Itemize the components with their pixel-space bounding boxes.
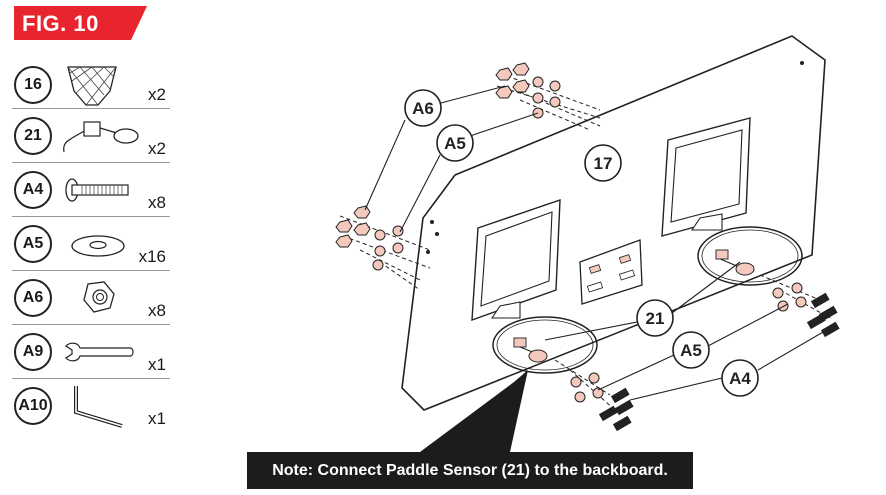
wrench-icon bbox=[65, 342, 134, 362]
washer-icon bbox=[71, 235, 125, 257]
rim-left bbox=[490, 301, 598, 374]
callout-a4-label: A4 bbox=[729, 369, 751, 388]
part-qty: x1 bbox=[148, 409, 166, 428]
part-id-badge: A4 bbox=[14, 171, 52, 209]
callout-21: 21 bbox=[636, 299, 674, 337]
part-id-badge: A9 bbox=[14, 333, 52, 371]
part-qty: x1 bbox=[148, 355, 166, 374]
callout-a6: A6 bbox=[404, 89, 442, 127]
part-row-21: 21 x2 bbox=[12, 109, 170, 163]
callout-a4: A4 bbox=[721, 359, 759, 397]
callout-a6-label: A6 bbox=[412, 99, 434, 118]
hardware-bottom-left bbox=[554, 359, 634, 432]
part-id-badge: A5 bbox=[14, 225, 52, 263]
part-row-a4: A4 x8 bbox=[12, 163, 170, 217]
callout-a5-top: A5 bbox=[436, 124, 474, 162]
callout-a5-bottom-label: A5 bbox=[680, 341, 702, 360]
callout-21-label: 21 bbox=[646, 309, 665, 328]
figure-label-text: FIG. 10 bbox=[22, 11, 99, 36]
part-row-a9: A9 x1 bbox=[12, 325, 170, 379]
hex-key-icon bbox=[74, 386, 123, 428]
figure-label: FIG. 10 bbox=[14, 6, 147, 40]
part-qty: x2 bbox=[148, 139, 166, 158]
part-row-a10: A10 x1 bbox=[12, 379, 170, 432]
part-id-badge: A6 bbox=[14, 279, 52, 317]
target-square-left bbox=[471, 199, 561, 322]
nut-icon bbox=[83, 281, 115, 313]
note-pointer bbox=[420, 370, 528, 452]
hardware-left bbox=[335, 205, 431, 291]
part-id-badge: A10 bbox=[14, 387, 52, 425]
part-row-a6: A6 x8 bbox=[12, 271, 170, 325]
part-row-16: 16 x2 bbox=[12, 58, 170, 109]
hardware-bottom-right bbox=[759, 274, 840, 338]
part-id-badge: 16 bbox=[14, 66, 52, 104]
net-icon bbox=[67, 66, 117, 106]
bolt-icon bbox=[65, 178, 129, 202]
callout-a5-bottom: A5 bbox=[672, 331, 710, 369]
part-qty: x16 bbox=[138, 247, 166, 266]
part-qty: x8 bbox=[148, 193, 166, 212]
part-id-badge: 21 bbox=[14, 117, 52, 155]
callout-17: 17 bbox=[584, 144, 622, 182]
note-banner: Note: Connect Paddle Sensor (21) to the … bbox=[247, 452, 693, 489]
parts-list: 16 x2 21 x2 A4 x8 A5 x16 A6 bbox=[12, 58, 170, 432]
callout-17-label: 17 bbox=[594, 154, 613, 173]
backboard bbox=[401, 35, 826, 411]
part-qty: x8 bbox=[148, 301, 166, 320]
part-row-a5: A5 x16 bbox=[12, 217, 170, 271]
callout-a5-top-label: A5 bbox=[444, 134, 466, 153]
part-qty: x2 bbox=[148, 85, 166, 104]
paddle-sensor-icon bbox=[63, 121, 139, 153]
hardware-top bbox=[495, 62, 601, 131]
rim-right bbox=[690, 213, 803, 286]
